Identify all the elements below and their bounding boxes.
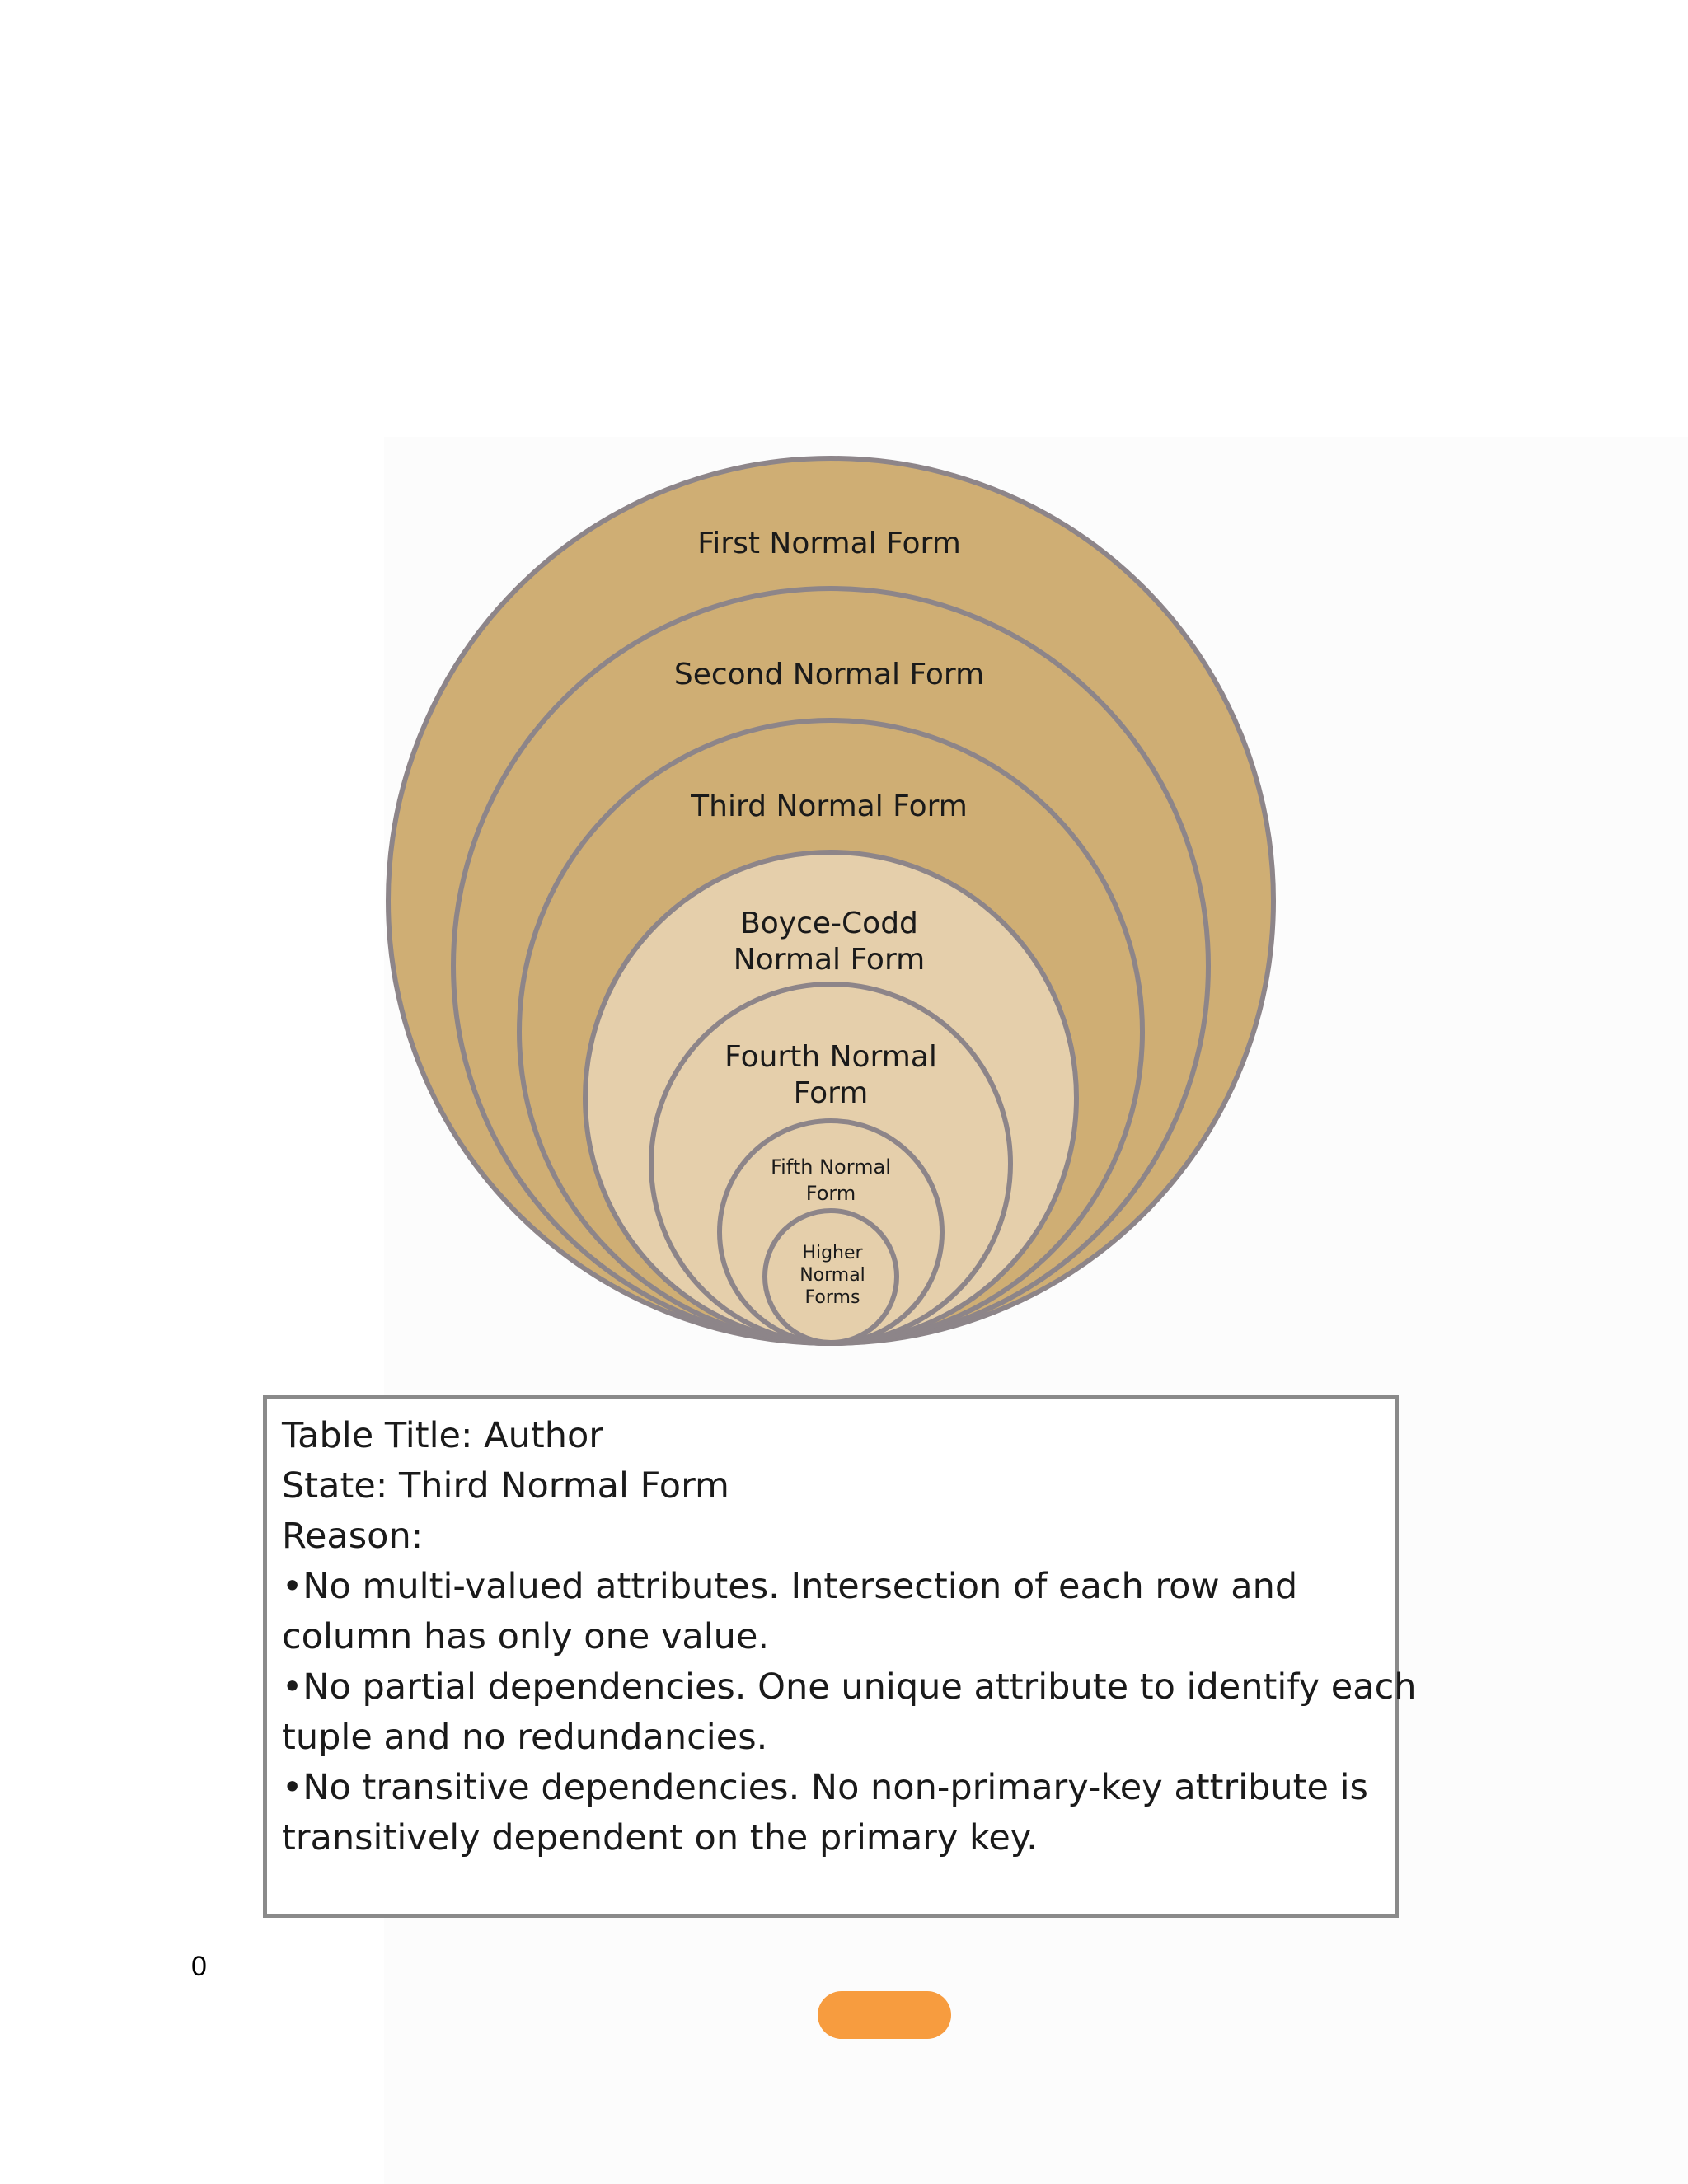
circle-higher-normal-forms [762,1208,899,1345]
label-first-normal-form: First Normal Form [697,527,961,560]
page-number: 0 [191,1951,207,1982]
reason-label: Reason: [282,1516,424,1557]
reason-bullet-line: •No partial dependencies. One unique att… [282,1666,1417,1708]
reason-bullet-line: •No multi-valued attributes. Intersectio… [282,1566,1298,1607]
label-fourth-normal-form-line1: Fourth Normal [724,1040,937,1074]
label-boyce-codd-line1: Boyce-Codd [740,907,918,940]
normalization-info-box: Table Title: Author State: Third Normal … [263,1395,1417,1918]
reason-bullet-line: •No transitive dependencies. No non-prim… [282,1767,1368,1808]
state-text: State: Third Normal Form [282,1465,729,1507]
label-fifth-normal-form-line2: Form [806,1182,856,1205]
orange-marker-shape [818,1991,951,2039]
label-boyce-codd-line2: Normal Form [734,943,925,977]
label-higher-normal-forms-line2: Normal [799,1265,865,1286]
normal-forms-diagram: First Normal Form Second Normal Form Thi… [386,456,1276,1346]
label-higher-normal-forms-line1: Higher [802,1243,863,1263]
reason-bullet-line: tuple and no redundancies. [282,1717,768,1758]
label-fifth-normal-form-line1: Fifth Normal [771,1155,891,1179]
reason-bullet-multi-valued: •No multi-valued attributes. Intersectio… [282,1562,1380,1662]
label-higher-normal-forms-line3: Forms [805,1287,860,1308]
reason-bullet-line: column has only one value. [282,1616,770,1657]
reason-bullet-partial-dependencies: •No partial dependencies. One unique att… [282,1662,1417,1763]
label-third-normal-form: Third Normal Form [690,790,968,823]
label-fourth-normal-form-line2: Form [794,1076,869,1110]
table-title-text: Table Title: Author [282,1415,603,1456]
label-second-normal-form: Second Normal Form [674,658,984,691]
reason-bullet-transitive-dependencies: •No transitive dependencies. No non-prim… [282,1763,1380,1863]
reason-bullet-line: transitively dependent on the primary ke… [282,1817,1038,1858]
